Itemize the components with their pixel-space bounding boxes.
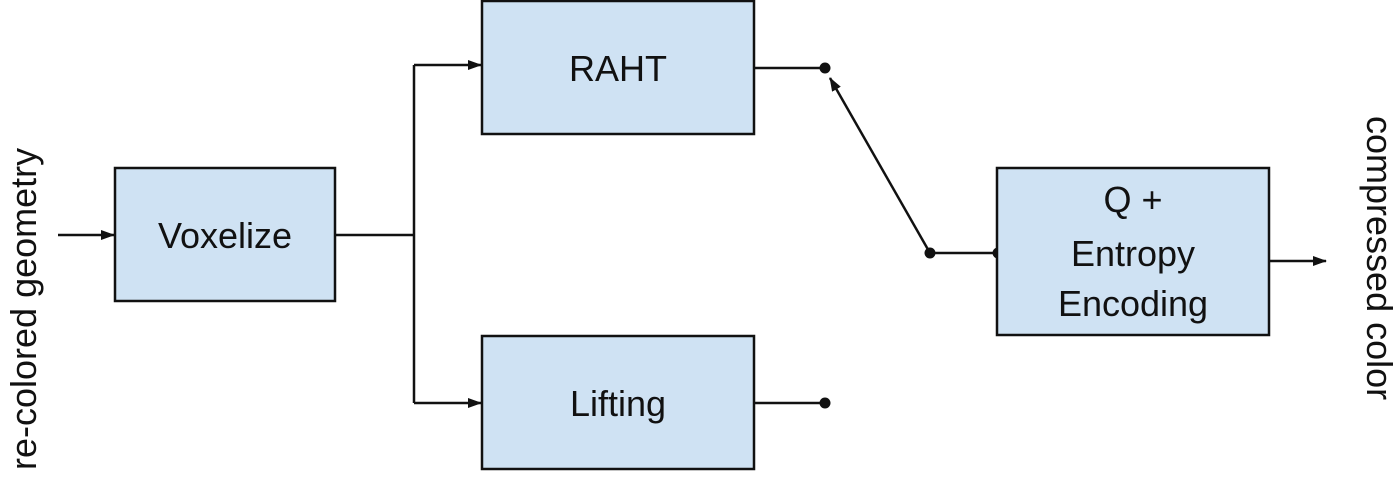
raht-block: RAHT bbox=[480, 0, 756, 136]
voxelize-block: Voxelize bbox=[113, 166, 337, 303]
encoder-label-line-3: Encoding bbox=[1058, 283, 1208, 324]
encoder-box bbox=[995, 166, 1271, 337]
switch-lever-arrow bbox=[828, 77, 932, 254]
encoder-label-line-2: Entropy bbox=[1071, 233, 1195, 274]
split-connector bbox=[335, 60, 482, 408]
raht-terminal-dot bbox=[819, 62, 831, 74]
lifting-block: Lifting bbox=[480, 334, 756, 471]
lifting-terminal-dot bbox=[819, 397, 831, 409]
lifting-label: Lifting bbox=[570, 383, 666, 424]
encoder-label-line-1: Q + bbox=[1103, 179, 1162, 220]
output-label: compressed color bbox=[1359, 116, 1400, 400]
input-label: re-colored geometry bbox=[3, 148, 44, 470]
lifting-box bbox=[480, 334, 756, 471]
voxelize-label: Voxelize bbox=[158, 215, 292, 256]
encoder-block: Q + Entropy Encoding bbox=[995, 166, 1271, 337]
raht-label: RAHT bbox=[569, 48, 667, 89]
raht-box bbox=[480, 0, 756, 136]
